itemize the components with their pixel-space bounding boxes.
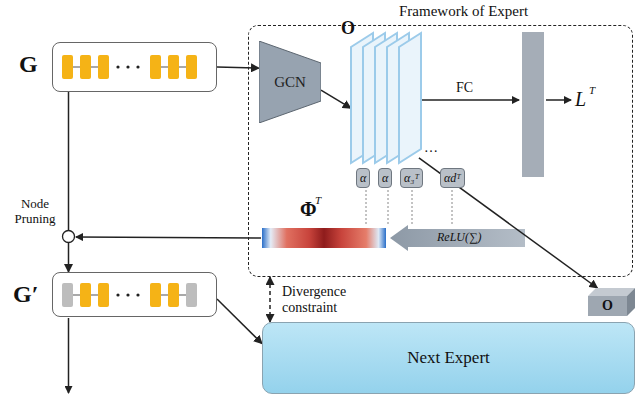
weight-arrows (366, 190, 452, 226)
flow-arrow (68, 92, 70, 272)
frame-title: Framework of Expert (399, 3, 528, 20)
importance-heatmap (262, 228, 386, 248)
feature-symbol: O (341, 18, 355, 39)
weight-box: α₃ᵀ (400, 168, 423, 188)
feature-symbol: O (602, 298, 613, 314)
weight-box: α (356, 168, 370, 188)
graph-symbol: G (19, 51, 38, 78)
graph-box: G′ (52, 272, 217, 317)
gcn-trapezoid: GCN (259, 41, 321, 123)
score-symbol: Φ (300, 198, 317, 221)
edge-label: Divergence constraint (282, 284, 372, 316)
ellipsis: … (424, 140, 438, 156)
superscript: T (315, 194, 321, 206)
flow-arrow (217, 67, 259, 68)
graph-box: G (52, 42, 217, 92)
arrow (546, 99, 571, 101)
arrow (422, 99, 519, 101)
arrow (76, 237, 261, 238)
process-box: Next Expert (262, 322, 635, 394)
weight-box: α (378, 168, 392, 188)
weight-box: αdᵀ (440, 168, 465, 188)
graph-node-blocks (62, 55, 197, 307)
layer-name: FC (456, 80, 473, 96)
operation-label: Node Pruning (6, 196, 64, 226)
layer-name: GCN (274, 74, 306, 91)
activation-label: ReLU(∑) (437, 230, 482, 245)
constraint-arrow (269, 277, 271, 322)
flow-arrow (419, 158, 598, 288)
fc-layer (522, 32, 544, 177)
feature-maps (341, 23, 423, 165)
loss-symbol: L (575, 88, 586, 111)
flow-arrow (321, 90, 351, 108)
box-title: Next Expert (407, 348, 490, 368)
flow-arrow (217, 299, 262, 344)
output-cube: O (588, 288, 635, 316)
relu-arrow (390, 225, 525, 251)
arrow (68, 318, 70, 393)
graph-symbol: G′ (13, 281, 38, 308)
superscript: T (589, 84, 595, 96)
feature-map-stack: O (341, 23, 423, 165)
